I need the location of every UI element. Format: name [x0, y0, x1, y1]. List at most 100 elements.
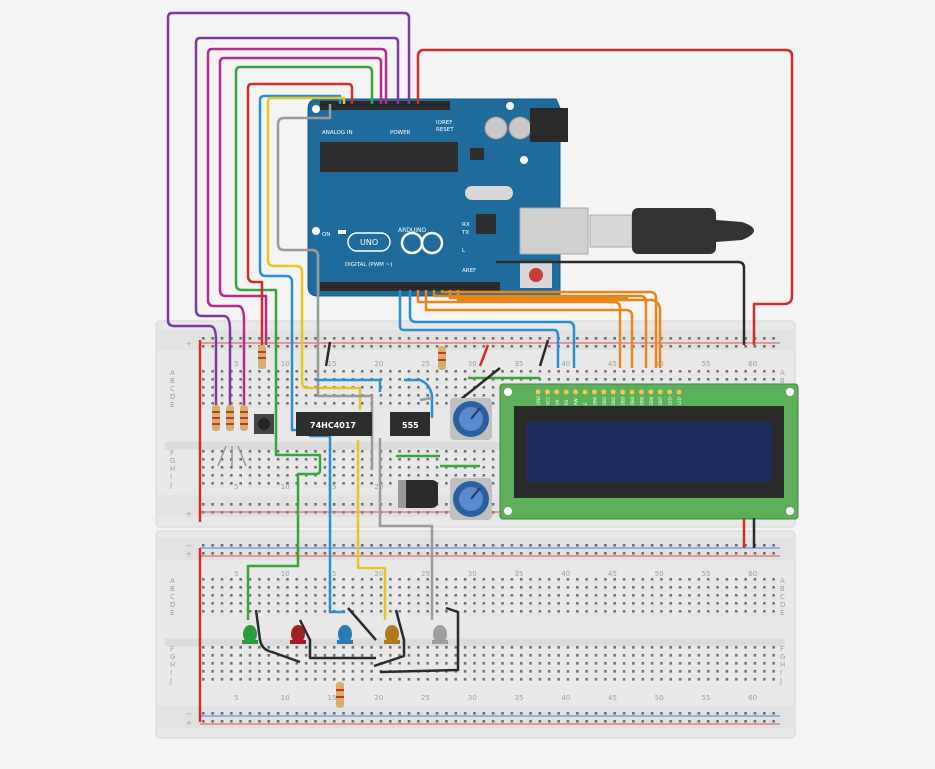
row-letter: C [170, 385, 175, 393]
column-number: 60 [748, 694, 757, 702]
resistors-top[interactable] [212, 345, 446, 431]
column-number: 5 [234, 483, 238, 491]
lcd-pin-label: DB4 [630, 396, 635, 405]
lcd-pin [667, 389, 673, 395]
power-label: POWER [390, 130, 411, 136]
row-letter: E [780, 609, 784, 617]
lcd-pin-label: GND [536, 396, 541, 405]
column-number: 15 [328, 360, 337, 368]
small-chip [470, 148, 484, 160]
row-letter: I [170, 669, 172, 677]
column-number: 50 [655, 694, 664, 702]
row-letter: J [169, 677, 172, 685]
row-letter: D [170, 393, 175, 401]
arduino-uno-board[interactable]: UNO ARDUINO ANALOG IN POWER DIGITAL (PWM… [307, 98, 589, 297]
column-number: 10 [281, 360, 290, 368]
row-letter: A [170, 577, 175, 585]
resistor-bottom[interactable] [336, 682, 344, 708]
led-amber[interactable] [385, 625, 399, 643]
column-number: 20 [374, 694, 383, 702]
column-number: 60 [748, 360, 757, 368]
lcd-pin [620, 389, 626, 395]
arduino-logo-right [420, 231, 444, 255]
mount-hole-3 [312, 227, 320, 235]
row-letter: J [169, 481, 172, 489]
column-number: 30 [468, 694, 477, 702]
electrolytic-capacitor[interactable] [398, 480, 438, 508]
row-letter: H [170, 661, 175, 669]
led-base [432, 640, 448, 644]
column-number: 55 [702, 694, 711, 702]
row-letter: H [780, 661, 785, 669]
column-number: 40 [561, 694, 570, 702]
lcd-pin-label: LED [668, 397, 673, 405]
row-letter: C [780, 593, 785, 601]
led-base [290, 640, 306, 644]
row-letter: F [780, 645, 784, 653]
lcd-pin-label: DB7 [658, 396, 663, 405]
potentiometer-1[interactable] [450, 398, 492, 440]
mount-hole-4 [520, 156, 528, 164]
aref-label: AREF [462, 268, 476, 274]
rail-minus-top-b: − [186, 542, 192, 550]
bottom-header [320, 282, 500, 291]
column-number: 20 [374, 483, 383, 491]
lcd-pin-label: DB3 [621, 396, 626, 405]
breadboard-bottom-holes [202, 544, 775, 723]
row-letter: A [170, 369, 175, 377]
column-number: 25 [421, 570, 430, 578]
column-number: 50 [655, 570, 664, 578]
row-letter: F [170, 449, 174, 457]
row-letter: D [780, 601, 785, 609]
usb-port [519, 207, 589, 255]
column-number: 25 [421, 694, 430, 702]
atmega-chip [320, 142, 458, 172]
arduino-brand: ARDUINO [398, 227, 427, 234]
reset-button[interactable] [529, 268, 543, 282]
row-letter: H [170, 465, 175, 473]
led-gray[interactable] [433, 625, 447, 643]
leds[interactable] [242, 625, 448, 644]
column-number: 45 [608, 360, 617, 368]
usb-cable[interactable] [589, 208, 754, 254]
crystal [465, 186, 513, 200]
row-letter: E [170, 401, 174, 409]
potentiometer-2[interactable] [450, 478, 492, 520]
lcd-hole-1 [504, 388, 512, 396]
lcd-hole-3 [504, 507, 512, 515]
wires[interactable] [166, 11, 794, 722]
row-letter: G [780, 653, 785, 661]
column-number: 40 [561, 360, 570, 368]
rail-plus-top-b: + [186, 550, 192, 558]
lcd-pin [629, 389, 635, 395]
usb-chip [476, 214, 496, 234]
chip-74hc4017[interactable]: 74HC4017 [296, 412, 372, 436]
row-letter: G [170, 653, 175, 661]
lcd-pin-label: DB1 [602, 396, 607, 405]
chip-74hc4017-label: 74HC4017 [310, 421, 356, 430]
column-number: 25 [421, 360, 430, 368]
tx-label: TX [461, 230, 469, 236]
led-green[interactable] [243, 625, 257, 643]
led-blue[interactable] [338, 625, 352, 643]
pushbutton[interactable] [254, 414, 274, 434]
led-red[interactable] [291, 625, 305, 643]
lcd-screen [526, 422, 772, 482]
chip-555[interactable]: 555 [390, 412, 430, 436]
rail-plus-top: + [186, 340, 192, 348]
rgb-led[interactable] [217, 445, 247, 467]
column-number: 20 [374, 360, 383, 368]
row-letter: D [170, 601, 175, 609]
rail-plus-bottom-b: + [186, 719, 192, 727]
on-label: ON [322, 232, 330, 238]
column-number: 30 [468, 570, 477, 578]
mount-hole-2 [506, 102, 514, 110]
mount-hole-1 [312, 105, 320, 113]
column-number: 45 [608, 694, 617, 702]
column-number: 40 [561, 570, 570, 578]
